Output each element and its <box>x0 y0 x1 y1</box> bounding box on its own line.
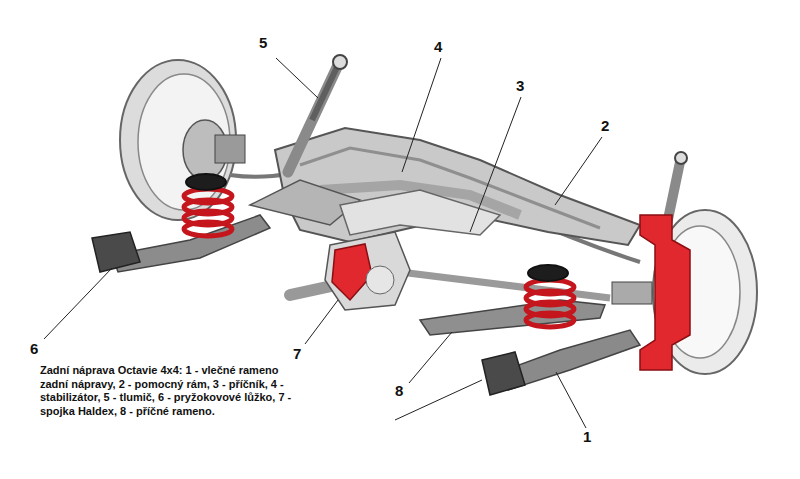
left-damper <box>288 55 347 172</box>
subframe <box>250 128 640 245</box>
caption: Zadní náprava Octavie 4x4: 1 - vlečné ra… <box>40 364 292 418</box>
left-spring <box>184 174 232 236</box>
callout-number: 6 <box>30 340 38 357</box>
callout-number: 8 <box>395 382 403 399</box>
callout-number: 7 <box>293 345 301 362</box>
right-drive-shaft <box>400 272 610 298</box>
callout-number: 3 <box>516 77 524 94</box>
callout-holder: 3 <box>516 77 524 95</box>
right-spring <box>526 265 574 327</box>
callout-holder: 1 <box>583 428 591 446</box>
callout-number: 5 <box>259 34 267 51</box>
callout-number: 2 <box>601 117 609 134</box>
callout-holder: 2 <box>601 117 609 135</box>
right-wheel <box>612 210 757 374</box>
callout-holder: 8 <box>395 382 403 400</box>
transverse-arm <box>420 300 605 335</box>
callout-holder: 6 <box>30 340 38 358</box>
callout-holder: 5 <box>259 34 267 52</box>
left-rubber-mount <box>92 232 140 272</box>
callout-number: 1 <box>583 428 591 445</box>
right-rubber-mount <box>482 352 525 395</box>
cross-member <box>340 190 500 235</box>
left-wheel <box>120 60 245 220</box>
callout-number: 4 <box>434 38 442 55</box>
callout-holder: 4 <box>434 38 442 56</box>
callout-holder: 7 <box>293 345 301 363</box>
haldex-coupling <box>325 232 410 310</box>
caption-holder: Zadní náprava Octavie 4x4: 1 - vlečné ra… <box>40 364 292 418</box>
